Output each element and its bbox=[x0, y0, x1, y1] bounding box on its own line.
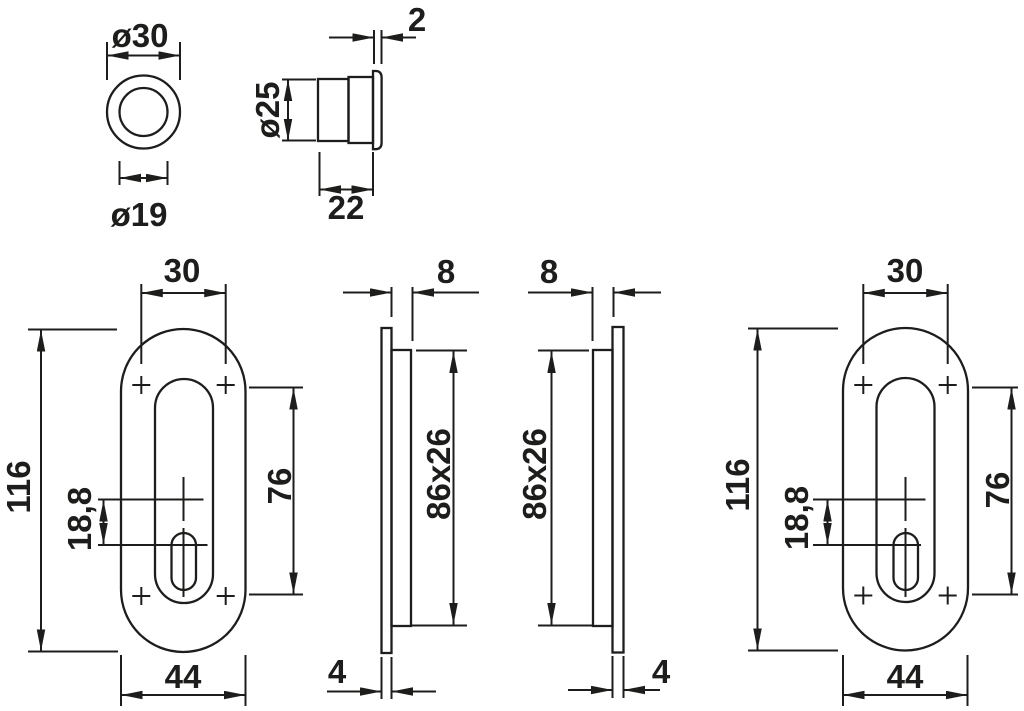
inner-recess-outline bbox=[118, 86, 169, 138]
recess-box-outline bbox=[390, 348, 413, 628]
dim-label: 8 bbox=[437, 253, 455, 290]
dim-label: 18,8 bbox=[778, 486, 815, 550]
recess-outline bbox=[153, 377, 215, 605]
recess-box-outline bbox=[591, 348, 614, 628]
dim-plate-thickness: 4 bbox=[327, 653, 436, 699]
dim-label: 22 bbox=[328, 189, 365, 226]
dim-outer-diameter: ø30 bbox=[106, 17, 181, 80]
dim-depth: 22 bbox=[318, 152, 374, 226]
plate-profile-outline bbox=[611, 325, 625, 654]
recess-outline bbox=[875, 376, 936, 604]
rim-flange-outline bbox=[371, 69, 383, 151]
dim-key-offset: 18,8 bbox=[778, 486, 832, 550]
body-section-outline bbox=[316, 77, 350, 143]
screw-cross-marks bbox=[854, 376, 957, 605]
round-pull-side-view: 2 ø25 22 bbox=[249, 1, 426, 226]
dim-label: 2 bbox=[408, 1, 426, 38]
dim-label: ø19 bbox=[111, 196, 168, 233]
dim-key-offset: 18,8 bbox=[61, 487, 108, 551]
dim-plate-thickness: 4 bbox=[568, 653, 671, 698]
dim-cutout: 86x26 bbox=[411, 349, 467, 627]
body-front-section-outline bbox=[347, 75, 375, 145]
dim-label: 76 bbox=[979, 472, 1016, 509]
dim-width: 44 bbox=[842, 655, 969, 706]
dim-label: 116 bbox=[719, 458, 756, 511]
dim-label: 8 bbox=[540, 253, 558, 290]
dim-diameter: ø25 bbox=[249, 78, 316, 142]
screw-cross-marks bbox=[132, 376, 235, 605]
dim-label: ø30 bbox=[112, 17, 169, 54]
dim-recess-depth: 8 bbox=[343, 253, 479, 341]
dim-label: 18,8 bbox=[61, 487, 98, 551]
dim-screw-pitch-v: 76 bbox=[249, 386, 303, 596]
dim-height: 116 bbox=[0, 328, 118, 653]
dim-rim-thickness: 2 bbox=[329, 1, 426, 64]
dim-label: 76 bbox=[261, 468, 298, 505]
plate-outline bbox=[841, 326, 970, 652]
dim-recess-diameter: ø19 bbox=[111, 161, 169, 233]
oval-pull-side-view-right: 8 86x26 4 bbox=[516, 253, 671, 698]
dim-height: 116 bbox=[719, 327, 838, 652]
dim-width: 44 bbox=[120, 655, 247, 706]
dim-label: 86x26 bbox=[516, 428, 553, 520]
center-cross-and-keyhole bbox=[813, 477, 926, 597]
dim-screw-pitch-h: 30 bbox=[140, 252, 227, 364]
oval-pull-front-view-left: 30 116 76 18,8 44 bbox=[0, 252, 303, 706]
dim-cutout: 86x26 bbox=[516, 349, 593, 627]
dim-screw-pitch-v: 76 bbox=[972, 386, 1018, 596]
dim-label: 30 bbox=[887, 252, 924, 289]
dim-label: 4 bbox=[652, 653, 671, 690]
center-cross-and-keyhole bbox=[98, 477, 208, 597]
plate-outline bbox=[119, 327, 247, 654]
dim-label: 44 bbox=[887, 658, 924, 695]
dim-screw-pitch-h: 30 bbox=[862, 252, 949, 364]
round-pull-front-view: ø30 ø19 bbox=[105, 17, 182, 233]
oval-pull-front-view-right: 30 116 76 18,8 44 bbox=[719, 252, 1018, 706]
dim-label: 4 bbox=[328, 653, 347, 690]
dim-label: 86x26 bbox=[420, 428, 457, 520]
dim-label: 44 bbox=[165, 658, 202, 695]
dim-recess-depth: 8 bbox=[528, 253, 661, 341]
oval-pull-side-view-left: 8 86x26 4 bbox=[327, 253, 479, 699]
dim-label: ø25 bbox=[249, 82, 286, 139]
dim-label: 116 bbox=[0, 460, 37, 513]
outer-ring-outline bbox=[105, 74, 182, 150]
dim-label: 30 bbox=[164, 252, 201, 289]
plate-profile-outline bbox=[380, 326, 393, 655]
